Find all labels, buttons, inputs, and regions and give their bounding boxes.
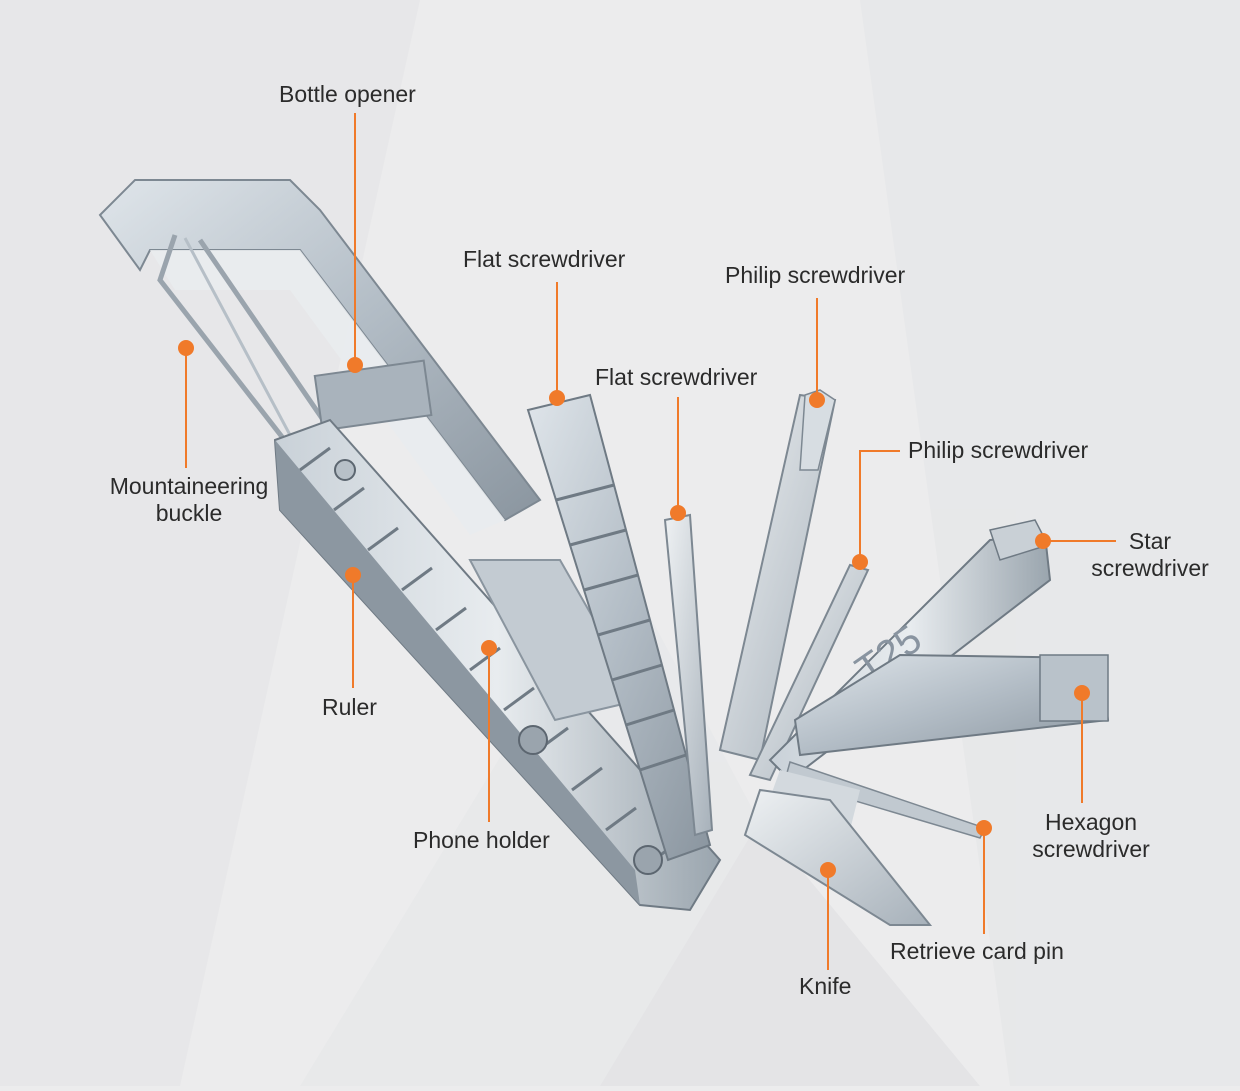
handle-side	[275, 440, 640, 905]
ruler-tick	[299, 446, 331, 472]
label-ruler: Ruler	[322, 694, 377, 720]
label-knife: Knife	[799, 973, 852, 999]
handle-screw-2	[633, 845, 663, 875]
arm-notch	[597, 618, 651, 637]
arm-notch	[555, 483, 615, 502]
ruler-tick	[571, 766, 603, 792]
leader-star-screwdriver-dot	[1035, 533, 1051, 549]
leader-philip-screwdriver-1-dot	[809, 392, 825, 408]
pivot-screw	[334, 459, 356, 481]
handle-screw-1	[518, 725, 548, 755]
arm-notch	[583, 573, 639, 592]
label-star-screwdriver: Star screwdriver	[1082, 528, 1218, 582]
leader-lines	[178, 113, 1116, 970]
main-handle	[273, 418, 722, 912]
leader-mountaineering-buckle-dot	[178, 340, 194, 356]
hex-tip	[1039, 654, 1109, 722]
label-mountaineering-buckle: Mountaineering buckle	[98, 473, 280, 527]
ruler-tick	[333, 486, 365, 512]
arm-notch	[569, 528, 627, 547]
leader-hexagon-screwdriver-dot	[1074, 685, 1090, 701]
label-star-line1: Star	[1128, 528, 1172, 554]
label-hexagon-screwdriver: Hexagon screwdriver	[1026, 809, 1156, 863]
leader-phone-holder-dot	[481, 640, 497, 656]
ruler-tick	[503, 686, 535, 712]
label-buckle-line2: buckle	[155, 500, 223, 526]
leader-retrieve-card-pin-dot	[976, 820, 992, 836]
arm-notch	[625, 708, 675, 727]
leader-ruler-dot	[345, 567, 361, 583]
ruler-tick	[401, 566, 433, 592]
label-bottle-opener: Bottle opener	[279, 81, 416, 107]
ruler-tick	[367, 526, 399, 552]
carabiner-gate-wire-2	[183, 237, 292, 436]
knife-blade	[743, 788, 933, 926]
label-hexagon-line2: screwdriver	[1032, 836, 1150, 862]
label-hexagon-line1: Hexagon	[1044, 809, 1138, 835]
label-philip-screwdriver-2: Philip screwdriver	[908, 437, 1089, 463]
leader-knife-dot	[820, 862, 836, 878]
leader-philip-screwdriver-2	[859, 450, 900, 562]
label-phone-holder: Phone holder	[413, 827, 550, 853]
ruler-tick	[435, 606, 467, 632]
bg-shape	[600, 820, 980, 1086]
label-flat-screwdriver-2: Flat screwdriver	[595, 364, 758, 390]
label-buckle-line1: Mountaineering	[109, 473, 269, 499]
carabiner	[98, 179, 542, 535]
arm-notch	[611, 663, 663, 682]
label-flat-screwdriver-1: Flat screwdriver	[463, 246, 626, 272]
bottle-opener-tab	[313, 359, 433, 432]
ruler-tick	[605, 806, 637, 832]
leader-bottle-opener-dot	[347, 357, 363, 373]
carabiner-inner	[150, 250, 505, 535]
label-philip-screwdriver-1: Philip screwdriver	[725, 262, 906, 288]
arm-notch	[639, 753, 687, 772]
carabiner-body	[98, 179, 542, 522]
arm-notches	[555, 483, 687, 772]
leader-flat-screwdriver-2-dot	[670, 505, 686, 521]
leader-flat-screwdriver-1-dot	[549, 390, 565, 406]
label-star-line2: screwdriver	[1091, 555, 1209, 581]
label-retrieve-card-pin: Retrieve card pin	[890, 938, 1064, 964]
leader-philip-screwdriver-2-dot	[852, 554, 868, 570]
